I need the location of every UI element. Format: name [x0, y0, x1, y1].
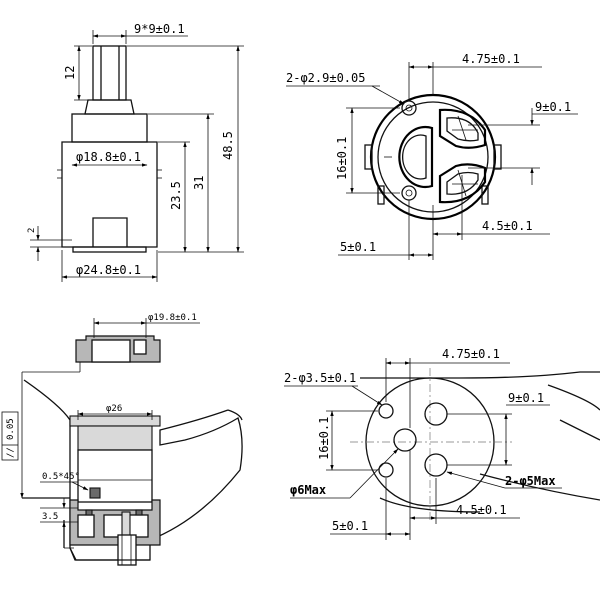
dim-inner-diameter: φ18.8±0.1 — [76, 150, 141, 164]
dim-lower-height: 23.5 — [169, 181, 183, 210]
top-dim-offset-bottom: 4.5±0.1 — [482, 219, 533, 233]
dim-key-height: 2 — [27, 228, 37, 233]
dim-top-width: 9*9±0.1 — [134, 22, 185, 36]
seat-view: 4.75±0.1 2-φ3.5±0.1 9±0.1 16±0.1 2-φ5Max… — [284, 347, 600, 540]
section-flatness-symbol: // — [6, 447, 16, 458]
top-port-upper — [438, 108, 487, 149]
top-dim-offset-top: 4.75±0.1 — [462, 52, 520, 66]
top-dim-holes: 2-φ2.9±0.05 — [286, 71, 365, 85]
seat-dim-offset-top: 4.75±0.1 — [442, 347, 500, 361]
dim-body-height: 31 — [192, 176, 206, 190]
seat-port-lower — [424, 453, 448, 477]
seat-dim-offset-bottom: 4.5±0.1 — [456, 503, 507, 517]
body-cap — [71, 113, 148, 143]
seat-dim-ports: 2-φ5Max — [505, 474, 556, 488]
seat-dim-width: 5±0.1 — [332, 519, 368, 533]
section-cartridge — [77, 449, 153, 503]
top-inlet-port — [398, 125, 434, 189]
seat-center-port — [393, 428, 417, 452]
section-dim-body: φ26 — [106, 404, 122, 414]
dim-total-height: 48.5 — [221, 131, 235, 160]
top-dim-width: 5±0.1 — [340, 240, 376, 254]
seat-dim-pitch: 9±0.1 — [508, 391, 544, 405]
seat-dim-holes: 2-φ3.5±0.1 — [284, 371, 356, 385]
top-pin-hole-lower — [401, 185, 417, 201]
dim-base-diameter: φ24.8±0.1 — [76, 263, 141, 277]
section-view: φ19.8±0.1 0.05 // φ26 — [1, 313, 243, 566]
seat-port-upper — [424, 402, 448, 426]
seat-dim-center: φ6Max — [290, 483, 326, 497]
top-view: 4.75±0.1 2-φ2.9±0.05 9±0.1 16±0.1 4.5±0.… — [286, 52, 578, 260]
section-flatness: 0.05 — [6, 418, 16, 440]
top-port-lower — [438, 163, 487, 204]
top-dim-pitch: 9±0.1 — [535, 100, 571, 114]
seat-pin-hole-lower — [378, 462, 394, 478]
section-step: 3.5 — [42, 512, 58, 522]
cartridge-body — [61, 141, 158, 248]
stem — [92, 45, 127, 101]
top-dim-height: 16±0.1 — [335, 137, 349, 180]
seat-dim-height: 16±0.1 — [317, 417, 331, 460]
section-dim-cap: φ19.8±0.1 — [148, 313, 197, 323]
section-chamfer: 0.5*45° — [42, 472, 80, 482]
seat-pin-hole-upper — [378, 403, 394, 419]
dim-stem-height: 12 — [63, 66, 77, 80]
side-view: 9*9±0.1 12 φ18.8±0.1 48.5 31 23.5 2 φ24. — [27, 22, 244, 282]
